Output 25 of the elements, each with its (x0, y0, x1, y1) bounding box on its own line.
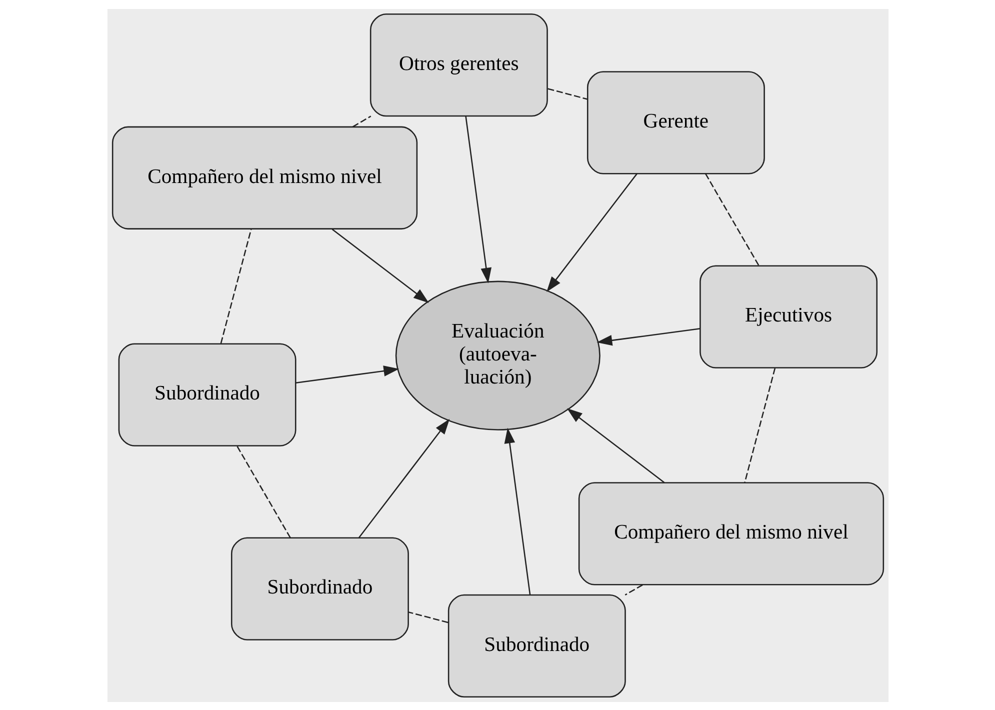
node-box: Compañero del mismo nivel (578, 482, 884, 585)
node-box: Gerente (586, 70, 764, 174)
arrow (295, 365, 399, 384)
node-box: Subordinado (118, 342, 296, 446)
node-ellipse: Evaluación (autoeva- luación) (394, 280, 600, 430)
connector (624, 584, 642, 595)
arrow (331, 228, 428, 302)
arrow (546, 172, 637, 292)
arrow (504, 427, 530, 594)
connector (408, 610, 448, 623)
connector (220, 228, 252, 344)
node-box: Otros gerentes (369, 13, 548, 116)
connector (704, 172, 760, 266)
arrow (596, 327, 700, 346)
arrow (464, 116, 492, 283)
node-box: Subordinado (230, 536, 408, 640)
connector (352, 115, 371, 127)
connector (547, 88, 588, 100)
connector (236, 444, 290, 538)
arrow (566, 408, 664, 483)
arrow (358, 418, 450, 538)
connector (744, 368, 776, 482)
node-box: Compañero del mismo nivel (111, 126, 418, 229)
node-box: Subordinado (447, 594, 626, 697)
node-box: Ejecutivos (699, 264, 878, 368)
